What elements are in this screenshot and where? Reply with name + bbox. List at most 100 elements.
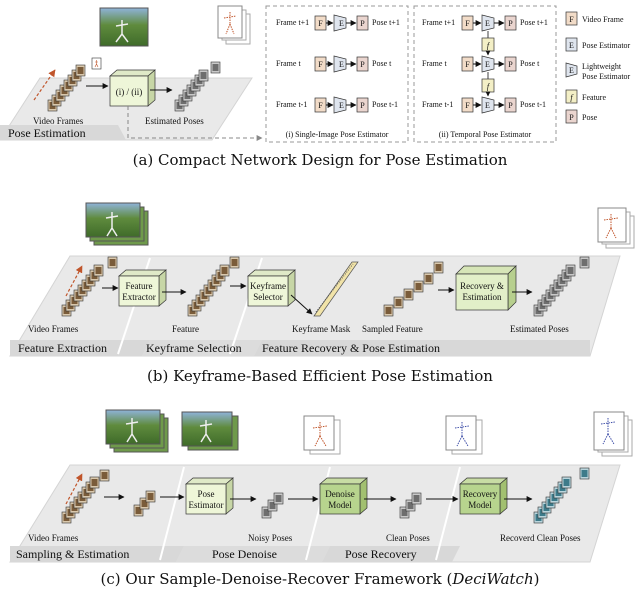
estimated-poses-label-b: Estimated Poses: [510, 324, 569, 334]
si-e-box-3: E: [339, 101, 344, 110]
tp-f-box-2: F: [465, 60, 470, 69]
section-feature-extraction: Feature Extraction: [18, 341, 107, 355]
tp-pose-label-2: Pose t: [520, 59, 540, 68]
si-p-box-1: P: [360, 19, 365, 28]
legend-light-letter: E: [569, 66, 574, 75]
legend-frame-label: Video Frame: [582, 15, 624, 24]
si-row-3: Frame t-1 F E P Pose t-1: [276, 96, 398, 114]
tp-p-box-3: P: [508, 101, 513, 110]
tp-row-1: Frame t+1 F E P Pose t+1: [422, 14, 548, 32]
single-image-estimator-box: (i) Single-Image Pose Estimator Frame t+…: [265, 5, 409, 143]
noisy-pose-card-c: [303, 415, 341, 455]
clean-poses-label: Clean Poses: [386, 533, 430, 543]
section-feature-recovery: Feature Recovery & Pose Estimation: [262, 341, 440, 355]
panel-a: Pose Estimation Video Frames (i) / (ii): [0, 5, 631, 169]
legend-light-label-2: Pose Estimator: [582, 72, 631, 81]
tp-frame-label-2: Frame t: [422, 59, 447, 68]
tp-feature-1: f: [481, 31, 495, 56]
si-p-box-2: P: [360, 60, 365, 69]
selector-label-2: Selector: [253, 292, 283, 302]
legend-estimator-letter: E: [569, 41, 574, 50]
recovery-label-1: Recovery &: [460, 281, 504, 291]
tp-feature-box-1: f: [487, 41, 491, 50]
caption-c: (c) Our Sample-Denoise-Recover Framework…: [101, 570, 540, 588]
keyframe-mask-label: Keyframe Mask: [292, 324, 351, 334]
tp-p-box-2: P: [508, 60, 513, 69]
si-e-box-2: E: [339, 60, 344, 69]
tp-row-3: Frame t-1 F E P Pose t-1: [422, 96, 546, 114]
tp-row-2: Frame t F E P Pose t: [422, 55, 540, 73]
keyframe-mask: [313, 261, 359, 317]
estimator-label-1: Pose: [197, 489, 214, 499]
legend-pose-letter: P: [569, 113, 574, 122]
legend-feature-letter: f: [570, 93, 574, 102]
legend-item-estimator: E Pose Estimator: [565, 37, 631, 52]
si-f-box-3: F: [318, 101, 323, 110]
legend-item-frame: F Video Frame: [565, 11, 624, 26]
si-frame-label-2: Frame t: [276, 59, 301, 68]
si-row-2: Frame t F E P Pose t: [276, 55, 392, 73]
tp-e-box-2: E: [485, 60, 490, 69]
section-sampling-estimation: Sampling & Estimation: [16, 547, 129, 561]
extractor-label-1: Feature: [126, 281, 153, 291]
tp-pose-label-1: Pose t+1: [520, 18, 548, 27]
recovery-model-label-1: Recovery: [463, 489, 498, 499]
legend-item-lightweight: E Lightweight Pose Estimator: [565, 62, 631, 81]
feature-recovery-band: [254, 340, 590, 356]
tp-f-box-1: F: [465, 19, 470, 28]
video-frames-label-b: Video Frames: [28, 324, 79, 334]
denoise-label-2: Model: [328, 500, 352, 510]
recovered-poses-label: Recoverd Clean Poses: [500, 533, 581, 543]
panel-c: Sampling & Estimation Pose Denoise Pose …: [9, 409, 633, 588]
tp-e-box-1: E: [485, 19, 490, 28]
si-row-1: Frame t+1 F E P Pose t+1: [276, 14, 400, 32]
legend-light-label: Lightweight: [582, 62, 622, 71]
section-pose-denoise: Pose Denoise: [212, 547, 277, 561]
recovery-model-label-2: Model: [468, 500, 492, 510]
si-pose-label-3: Pose t-1: [372, 100, 398, 109]
tp-pose-label-3: Pose t-1: [520, 100, 546, 109]
legend-feature-label: Feature: [582, 93, 606, 102]
noisy-poses-label: Noisy Poses: [248, 533, 293, 543]
pose-skeleton-card-b: [597, 207, 635, 249]
caption-c-italic: DeciWatch: [451, 570, 533, 588]
legend-estimator-label: Pose Estimator: [582, 41, 631, 50]
module-label-a: (i) / (ii): [116, 87, 143, 97]
video-frames-label-a: Video Frames: [33, 116, 84, 126]
si-frame-label-3: Frame t-1: [276, 100, 307, 109]
si-p-box-3: P: [360, 101, 365, 110]
estimator-label-2: Estimator: [189, 500, 224, 510]
recovery-model-module: Recovery Model: [459, 477, 508, 515]
estimated-poses-label-a: Estimated Poses: [145, 116, 204, 126]
legend-item-feature: f Feature: [565, 89, 606, 104]
selector-label-1: Keyframe: [250, 281, 286, 291]
denoise-label-1: Denoise: [325, 489, 355, 499]
tp-frame-label-3: Frame t-1: [422, 100, 453, 109]
sampled-thumbnail-stack-c: [181, 411, 239, 451]
video-thumbnail: [99, 7, 149, 47]
temporal-estimator-box: (ii) Temporal Pose Estimator Frame t+1 F…: [413, 5, 557, 143]
tp-p-box-1: P: [508, 19, 513, 28]
keyframe-selector-module: Keyframe Selector: [247, 269, 296, 307]
tp-feature-box-2: f: [487, 82, 491, 91]
legend-pose-label: Pose: [582, 113, 598, 122]
pose-estimation-band: [0, 125, 126, 140]
caption-b: (b) Keyframe-Based Efficient Pose Estima…: [147, 367, 493, 385]
recovery-estimation-module: Recovery & Estimation: [455, 265, 517, 311]
tp-feature-2: f: [481, 72, 495, 97]
legend-a: F Video Frame E Pose Estimator E Lightwe…: [565, 11, 631, 124]
section-keyframe-selection: Keyframe Selection: [146, 341, 242, 355]
si-pose-label-2: Pose t: [372, 59, 392, 68]
denoise-model-module: Denoise Model: [319, 477, 368, 515]
legend-frame-letter: F: [569, 15, 574, 24]
time-arrow: [33, 69, 56, 101]
si-pose-label-1: Pose t+1: [372, 18, 400, 27]
tp-frame-label-1: Frame t+1: [422, 18, 455, 27]
extractor-label-2: Extractor: [122, 292, 155, 302]
si-e-box-1: E: [339, 19, 344, 28]
si-f-box-1: F: [318, 19, 323, 28]
tp-f-box-3: F: [465, 101, 470, 110]
recovery-label-2: Estimation: [463, 292, 502, 302]
pose-estimator-module-a: (i) / (ii): [109, 69, 156, 107]
sampled-feature-label: Sampled Feature: [362, 324, 423, 334]
